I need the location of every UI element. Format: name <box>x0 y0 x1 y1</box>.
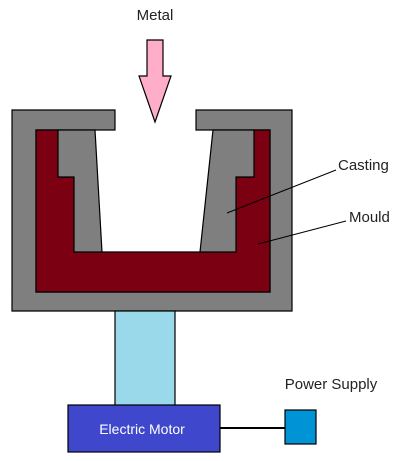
electric-motor <box>67 404 221 453</box>
power-supply-box <box>284 409 317 445</box>
casting-label: Casting <box>338 157 389 174</box>
metal-label: Metal <box>137 7 174 24</box>
power-supply-label: Power Supply <box>285 376 378 393</box>
electric-motor-label: Electric Motor <box>99 421 185 437</box>
casting-leader-line <box>226 169 337 214</box>
mould-leader-line <box>257 220 347 245</box>
mould-label: Mould <box>349 209 390 226</box>
metal-arrow <box>138 39 172 124</box>
drive-shaft <box>114 310 176 407</box>
metal-arrow-shape <box>138 39 172 124</box>
